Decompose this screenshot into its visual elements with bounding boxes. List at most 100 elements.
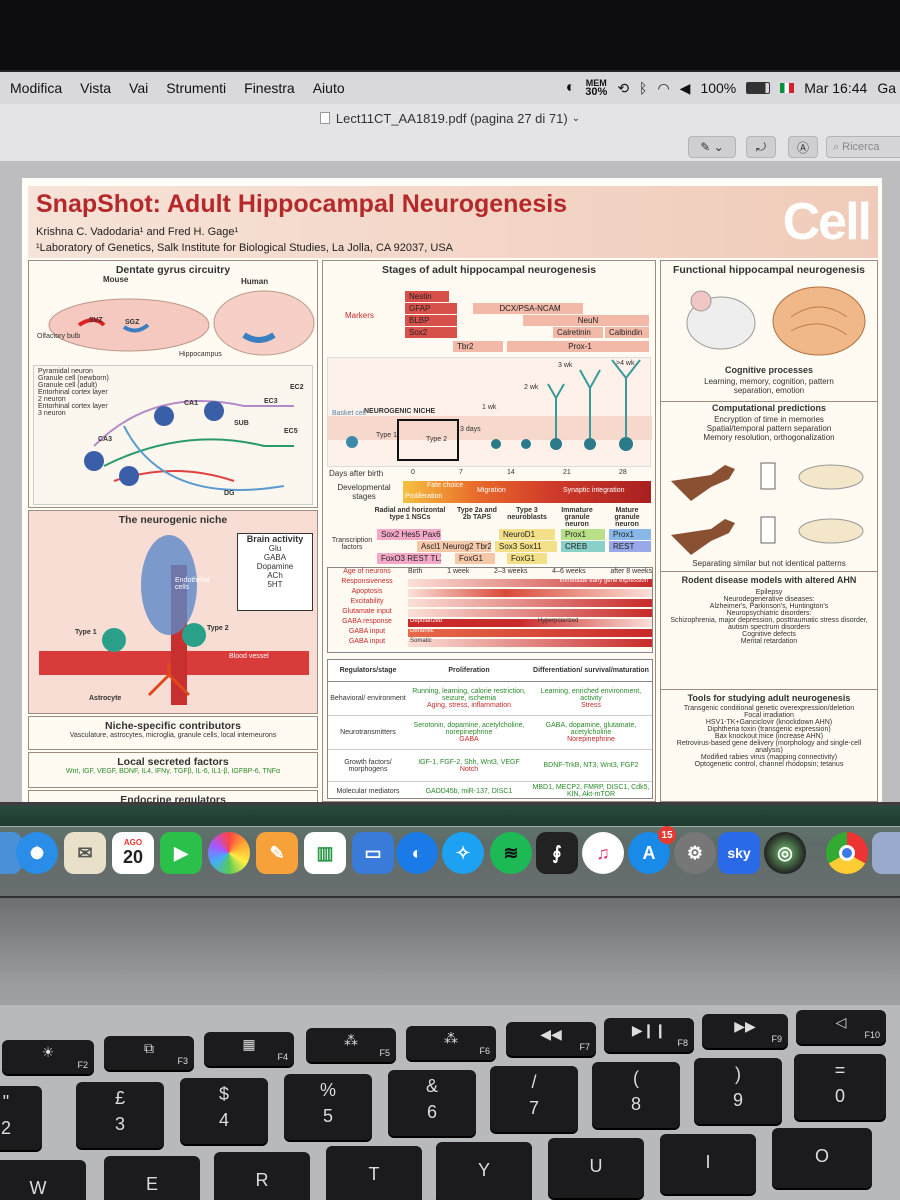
menu-vai[interactable]: Vai	[129, 80, 149, 96]
battery-icon[interactable]	[746, 82, 771, 94]
photo-stack-icon[interactable]	[872, 832, 900, 874]
search-field[interactable]: ⌕Ricerca	[826, 136, 900, 158]
key-f8[interactable]: ▶❙❙F8	[604, 1018, 694, 1052]
key-u[interactable]: U	[548, 1138, 644, 1198]
gaba-input-bar: Dendritic	[408, 628, 652, 637]
keyboard-light-up-icon: ⁂	[444, 1030, 458, 1046]
comp-item: Spatial/temporal pattern separation	[706, 424, 832, 433]
key-i[interactable]: I	[660, 1134, 756, 1194]
key-bottom-label: 0	[834, 1086, 845, 1106]
key-bottom-label: 6	[426, 1102, 437, 1122]
reg-prolif-cell: Running, learning, calorie restriction, …	[408, 688, 530, 709]
key-r[interactable]: R	[214, 1152, 310, 1200]
key-7[interactable]: /7	[490, 1066, 578, 1132]
key-f9[interactable]: ▶▶F9	[702, 1014, 788, 1048]
key-o[interactable]: O	[772, 1128, 872, 1188]
reg-diff-positive: GABA, dopamine, glutamate, acetylcholine	[545, 722, 637, 736]
sky-icon[interactable]: sky	[718, 832, 760, 874]
key-f3[interactable]: ⧉F3	[104, 1036, 194, 1070]
key-8[interactable]: (8	[592, 1062, 680, 1128]
key-y[interactable]: Y	[436, 1142, 532, 1200]
twitter-icon[interactable]: ✧	[442, 832, 484, 874]
menu-finestra[interactable]: Finestra	[244, 80, 295, 96]
time-machine-icon[interactable]: ⟲	[617, 79, 630, 96]
activity-item: ACh	[267, 571, 283, 580]
spotify-icon[interactable]: ≋	[490, 832, 532, 874]
key-9[interactable]: )9	[694, 1058, 782, 1124]
key-3[interactable]: £3	[76, 1082, 164, 1148]
key-4[interactable]: $4	[180, 1078, 268, 1144]
menu-modifica[interactable]: Modifica	[10, 80, 63, 96]
key-f4[interactable]: ▦F4	[204, 1032, 294, 1066]
app-store-icon[interactable]: A 15	[628, 826, 676, 874]
italian-flag-icon[interactable]	[780, 83, 795, 93]
system-preferences-icon[interactable]: ⚙	[674, 832, 716, 874]
key-6[interactable]: &6	[388, 1070, 476, 1136]
user-menu[interactable]: Ga	[877, 80, 896, 96]
facetime-icon[interactable]: ▶	[160, 832, 202, 874]
numbers-icon[interactable]: ▥	[304, 832, 346, 874]
pdf-document-icon	[319, 112, 330, 124]
key-2[interactable]: "2	[0, 1086, 42, 1150]
endocrine-panel: Endocrine regulators	[28, 790, 318, 802]
annotate-icon: Ⓐ	[796, 140, 809, 155]
reg-prolif-negative: GABA	[459, 736, 479, 743]
age-col: Birth	[408, 568, 423, 575]
age-row-label: Age of neurons	[343, 568, 391, 575]
wifi-icon[interactable]: ◠	[657, 79, 670, 96]
stage-synaptic: Synaptic integration	[563, 487, 625, 494]
cell-stage: Immature granule neuron	[561, 507, 593, 528]
chevron-down-icon[interactable]: ⌄	[571, 112, 581, 124]
circuitry-title: Dentate gyrus circuitry	[115, 264, 231, 276]
window-title[interactable]: Lect11CT_AA1819.pdf (pagina 27 di 71)	[335, 110, 568, 126]
markup-pen-button[interactable]: ✎ ⌄	[688, 136, 736, 158]
pages-icon[interactable]: ✎	[256, 832, 298, 874]
itunes-icon[interactable]: ♫	[582, 832, 624, 874]
week-label: 3 days	[460, 426, 481, 433]
volume-icon[interactable]: ◀	[679, 79, 691, 96]
annotate-button[interactable]: Ⓐ	[788, 136, 818, 158]
reg-header: Proliferation	[448, 667, 490, 674]
mail-stamp-icon[interactable]: ✉	[64, 832, 106, 874]
activity-item: Dopamine	[256, 562, 294, 571]
reg-row: Molecular mediators GADD45b, miR-137, DI…	[328, 782, 652, 800]
scrivener-icon[interactable]: ∮	[536, 832, 578, 874]
region-ca3: CA3	[98, 436, 113, 443]
finder-icon[interactable]	[0, 832, 22, 874]
menu-strumenti[interactable]: Strumenti	[166, 80, 227, 96]
growth-app-icon[interactable]: ◐	[396, 832, 438, 874]
key-e[interactable]: E	[104, 1156, 200, 1200]
menu-aiuto[interactable]: Aiuto	[312, 80, 345, 96]
half-circle-icon[interactable]: ◐	[565, 79, 576, 96]
chrome-icon[interactable]	[826, 832, 868, 874]
legend-item: Pyramidal neuron	[38, 368, 93, 375]
photos-icon[interactable]	[208, 832, 250, 874]
keynote-icon[interactable]: ▭	[352, 832, 394, 874]
key-letter-label: R	[255, 1170, 269, 1190]
key-0[interactable]: =0	[794, 1054, 886, 1120]
battery-percent[interactable]: 100%	[700, 80, 737, 96]
key-f2[interactable]: ☀F2	[2, 1040, 94, 1074]
key-w[interactable]: W	[0, 1160, 86, 1200]
clock[interactable]: Mar 16:44	[804, 80, 868, 96]
key-f6[interactable]: ⁂F6	[406, 1026, 496, 1060]
rotate-button[interactable]: ⤾	[746, 136, 776, 158]
reg-diff-positive: BDNF-TrkB, NT3, Wnt3, FGF2	[543, 762, 639, 769]
calendar-icon[interactable]: AGO 20	[112, 832, 154, 874]
radar-icon[interactable]: ◎	[764, 832, 806, 874]
tf-item: Sox2 Hes5 Pax6	[377, 529, 441, 540]
menu-vista[interactable]: Vista	[80, 80, 112, 96]
key-f7[interactable]: ◀◀F7	[506, 1022, 596, 1056]
gaba-input-somatic-bar: Somatic	[408, 638, 652, 647]
key-f5[interactable]: ⁂F5	[306, 1028, 396, 1062]
pdf-page[interactable]: SnapShot: Adult Hippocampal Neurogenesis…	[22, 178, 882, 802]
computational-title: Computational predictions	[711, 403, 826, 413]
age-row-label: Excitability	[350, 598, 384, 605]
key-t[interactable]: T	[326, 1146, 422, 1200]
key-5[interactable]: %5	[284, 1074, 372, 1140]
key-f10[interactable]: ◁F10	[796, 1010, 886, 1044]
tf-item: FoxG1	[507, 553, 547, 564]
bluetooth-icon[interactable]: ᛒ	[639, 80, 648, 96]
safari-icon[interactable]: ✦	[16, 832, 58, 874]
